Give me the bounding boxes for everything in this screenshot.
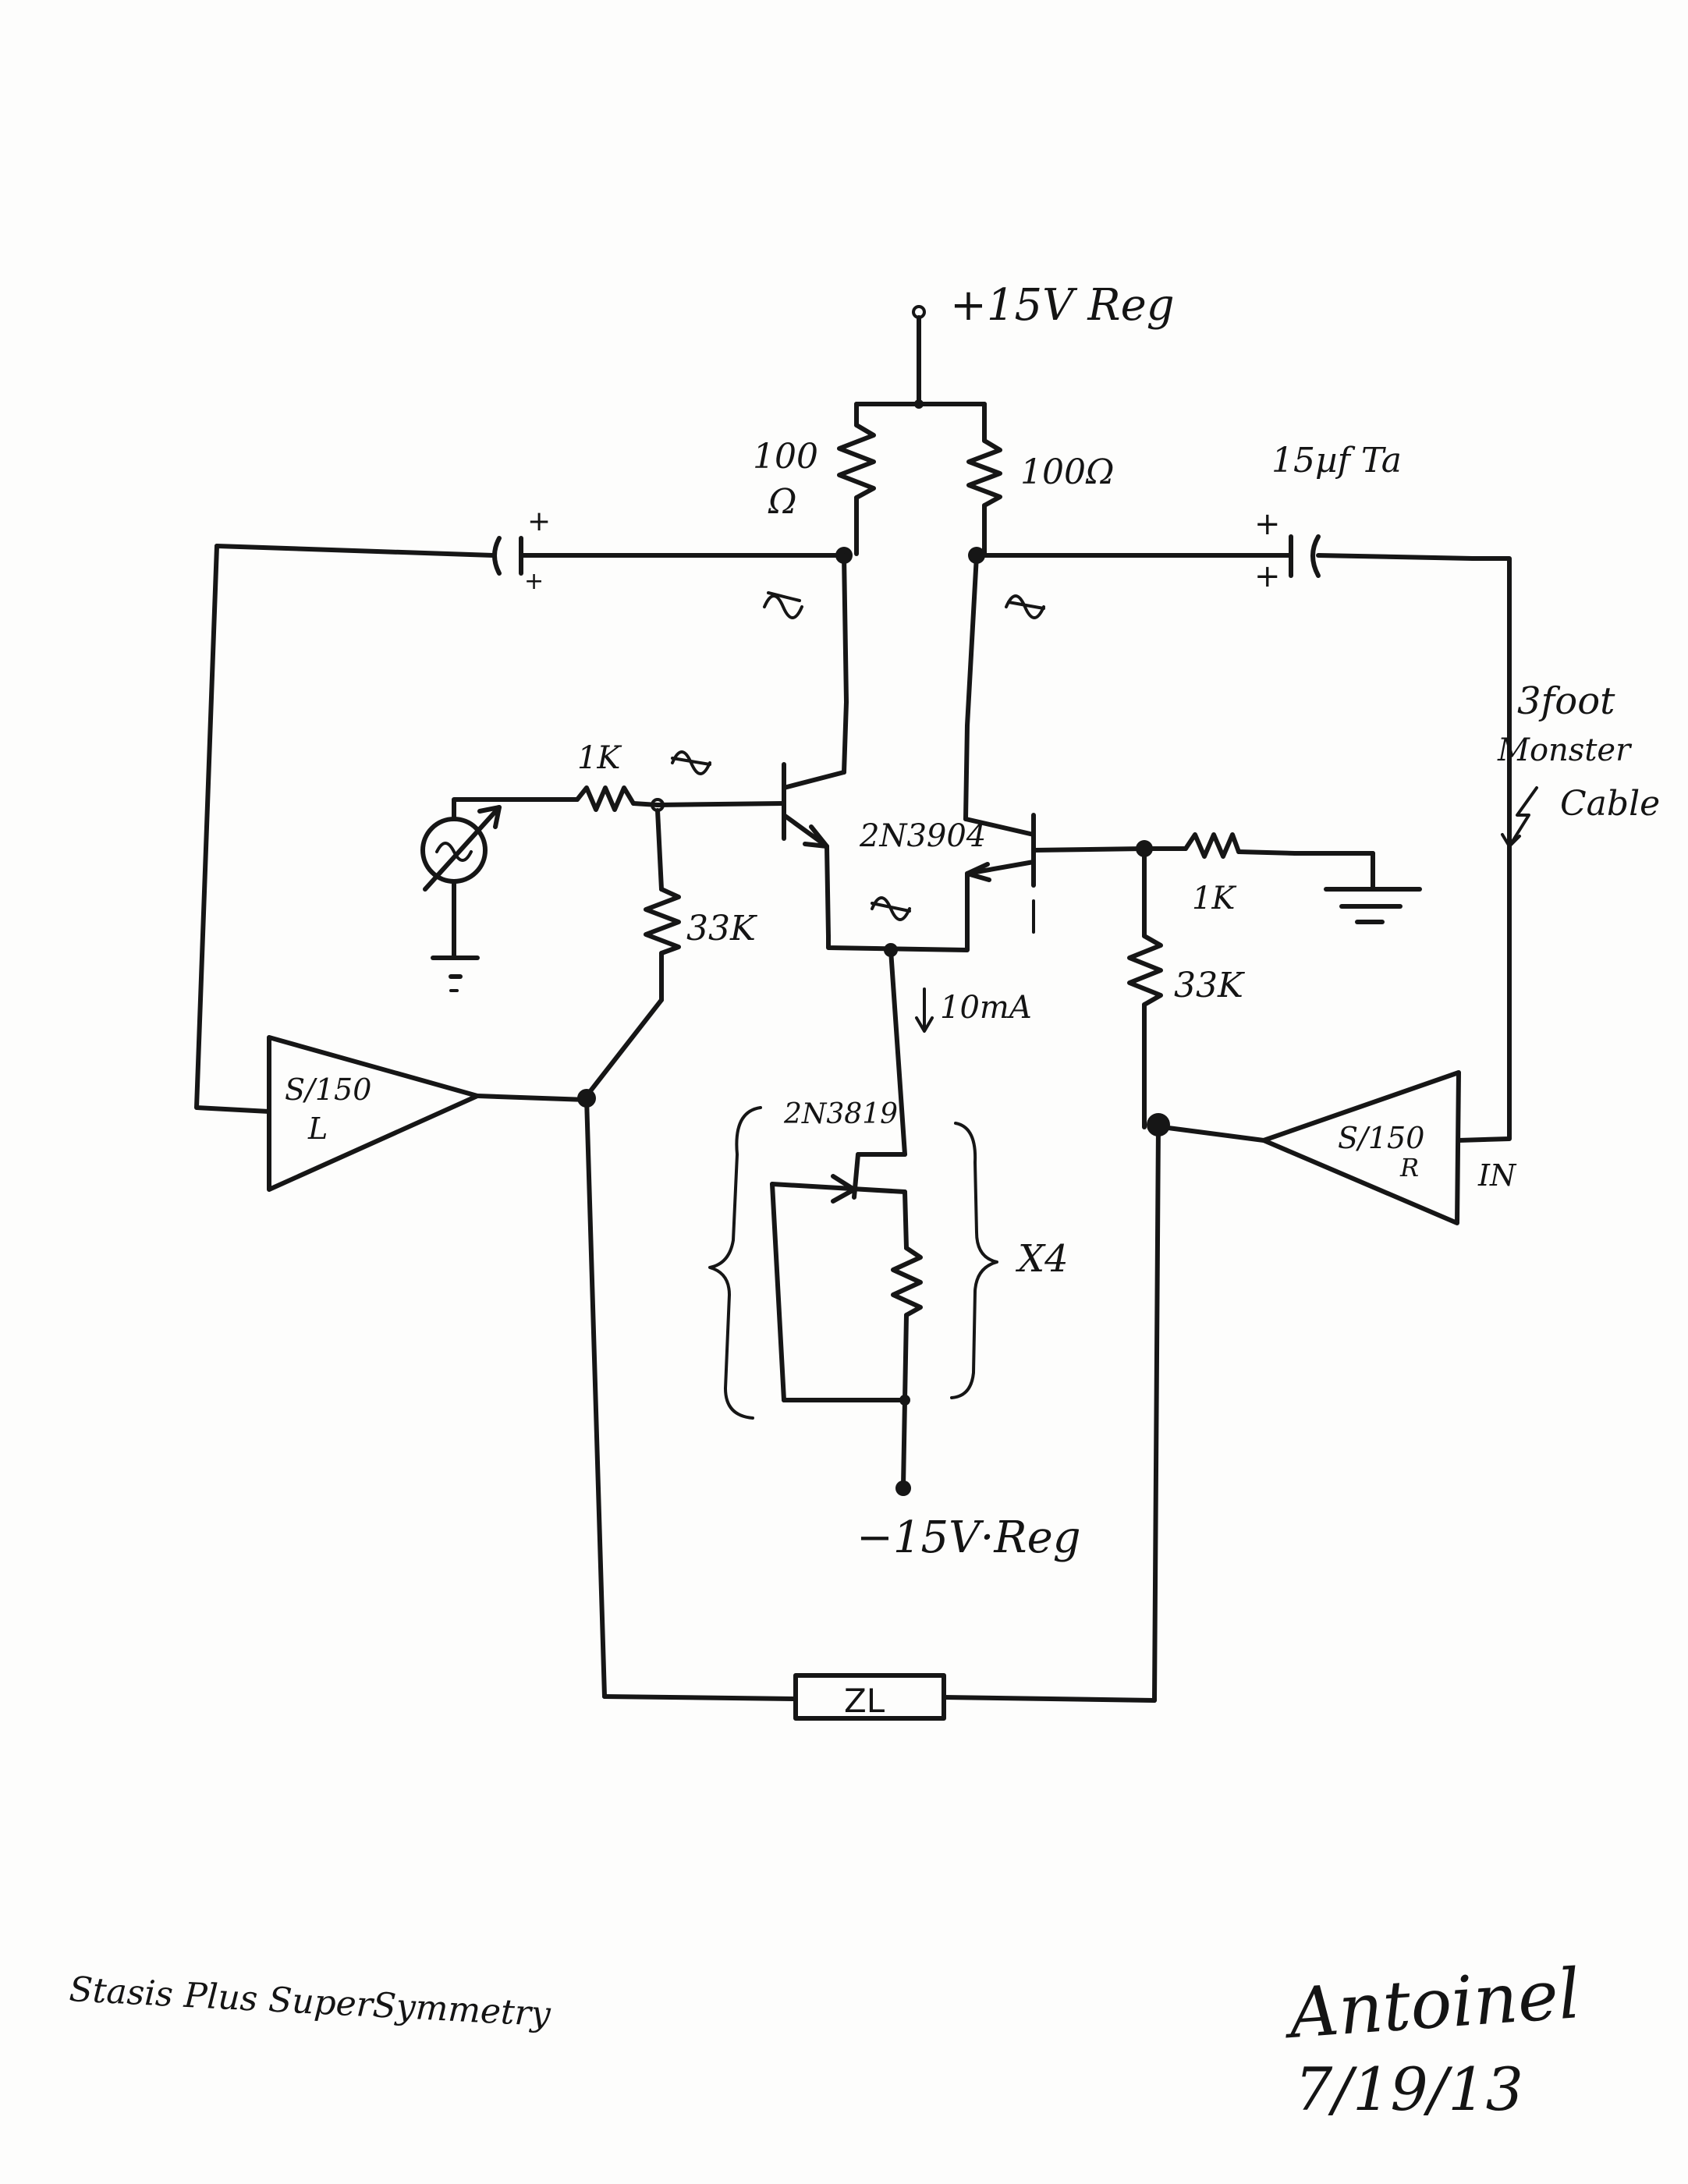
signal-generator [420, 797, 580, 992]
capacitor-left-polarity-2: + [524, 568, 544, 595]
bias-resistor-left [584, 808, 681, 1098]
transistor-left [782, 762, 846, 938]
bias-resistor-right [1127, 846, 1163, 1129]
base-resistor-left [575, 785, 786, 812]
collector-wire-left [842, 553, 849, 775]
collector-resistor-right [966, 402, 1002, 558]
jfet-label: 2N3819 [783, 1098, 898, 1130]
negative-supply-label: −15V·Reg [856, 1512, 1081, 1563]
coupling-capacitor-left [215, 536, 846, 576]
cable-note-line-3: Cable [1560, 784, 1660, 824]
amplifier-left-channel: L [307, 1112, 328, 1146]
capacitor-label: 15µf Ta [1271, 441, 1402, 480]
base-resistor-left-value: 1K [577, 740, 622, 776]
coupling-capacitor-right [974, 534, 1475, 578]
collector-resistor-left-unit: Ω [768, 482, 796, 522]
load-loop [584, 1096, 1161, 1721]
amplifier-right [1160, 556, 1512, 1225]
base-wire-right [1031, 846, 1147, 853]
emitter-bus [826, 934, 970, 952]
cable-note-arrow [1508, 786, 1538, 848]
collector-resistor-left [837, 402, 876, 556]
positive-supply-terminal [912, 305, 926, 409]
amplifier-right-channel: R [1399, 1153, 1419, 1182]
cable-note-line-2: Monster [1497, 732, 1633, 768]
amplifier-left [194, 544, 589, 1192]
cable-note-line-1: 3foot [1517, 679, 1615, 723]
cable-note-arrowhead [1501, 833, 1521, 848]
ground-right [1324, 887, 1422, 924]
base-resistor-right-value: 1K [1192, 881, 1236, 916]
current-arrow [915, 987, 934, 1033]
current-label: 10mA [940, 990, 1032, 1026]
collector-resistor-left-value: 100 [753, 437, 818, 477]
amplifier-left-model: S/150 [285, 1072, 371, 1107]
bias-resistor-left-value: 33K [686, 909, 757, 948]
capacitor-right-polarity-2: + [1254, 558, 1281, 594]
input-label: IN [1477, 1158, 1517, 1193]
waveform-marks [671, 591, 1045, 921]
tail-wire [888, 948, 907, 1157]
base-resistor-right [1142, 832, 1375, 890]
jfet-current-source [770, 1152, 923, 1496]
load-label: ZL [844, 1682, 885, 1720]
multiplier-braces [708, 1106, 998, 1420]
multiplier-label: X4 [1015, 1237, 1069, 1281]
collector-wire-right [963, 553, 979, 821]
positive-supply-label: +15V Reg [950, 280, 1175, 331]
collector-resistor-right-value: 100Ω [1020, 452, 1114, 492]
signature: Antoinel [1281, 1953, 1583, 2054]
date: 7/19/13 [1295, 2055, 1523, 2124]
capacitor-right-polarity-1: + [1254, 506, 1281, 542]
bias-resistor-right-value: 33K [1174, 966, 1245, 1005]
diagram-title: Stasis Plus SuperSymmetry [68, 1970, 552, 2034]
capacitor-left-polarity-1: + [527, 505, 551, 537]
amplifier-right-model: S/150 [1338, 1121, 1424, 1155]
transistor-pair-label: 2N3904 [859, 818, 986, 854]
